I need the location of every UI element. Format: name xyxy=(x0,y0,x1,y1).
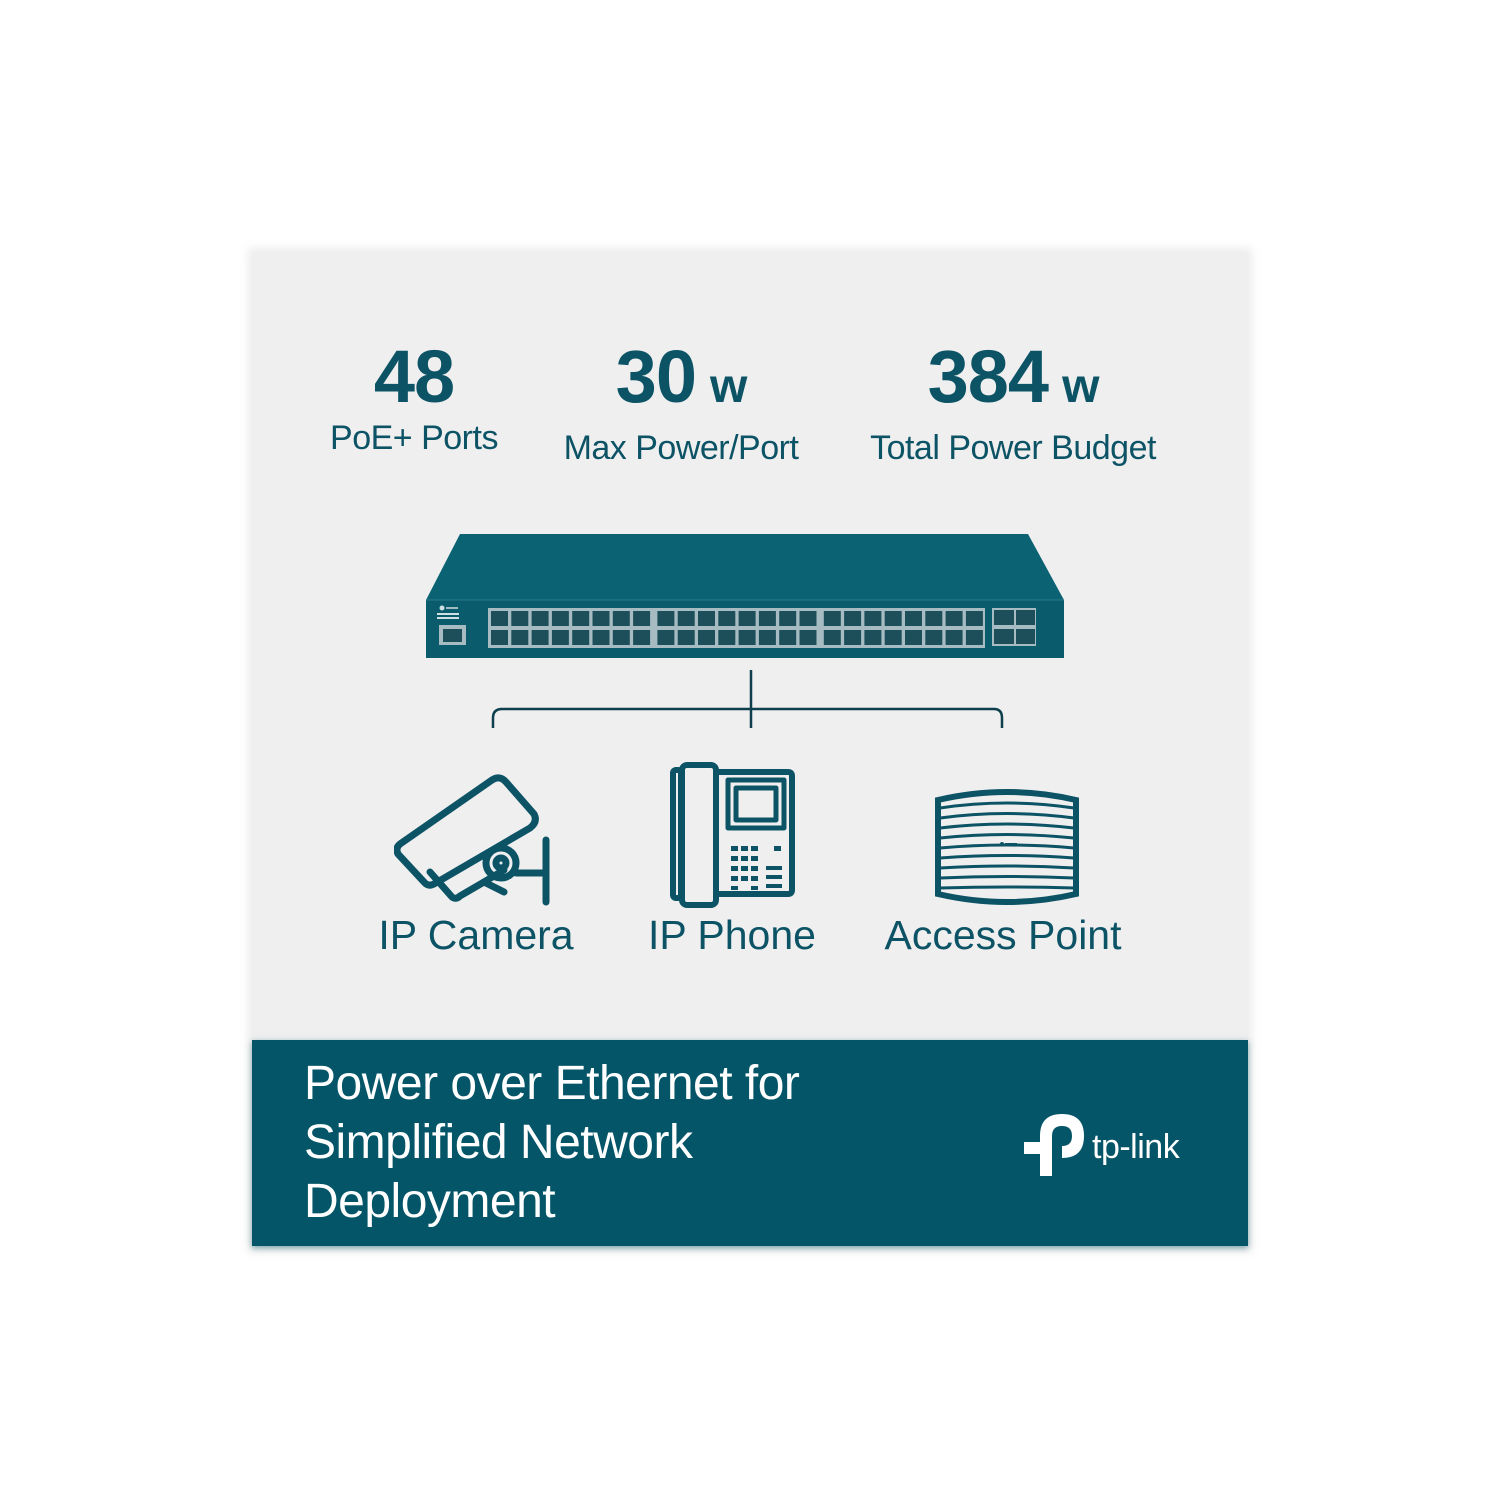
brand-name: tp-link xyxy=(1092,1127,1180,1166)
ip-camera-icon xyxy=(394,772,554,912)
device-label-access-point: Access Point xyxy=(884,912,1122,958)
headline-line: Deployment xyxy=(304,1175,556,1228)
headline-line: Power over Ethernet for xyxy=(304,1057,800,1110)
stat-label: Max Power/Port xyxy=(563,429,799,467)
banner: Power over Ethernet for Simplified Netwo… xyxy=(252,1040,1248,1246)
network-switch-icon xyxy=(424,534,1066,660)
device-label-ip-phone: IP Phone xyxy=(648,912,816,958)
stat-value: 48 xyxy=(373,335,455,418)
access-point-icon xyxy=(932,788,1082,906)
ip-phone-icon xyxy=(670,762,796,908)
stat-poe-ports: 48 PoE+ Ports xyxy=(314,340,514,458)
connector-lines xyxy=(486,668,1006,734)
headline-line: Simplified Network xyxy=(304,1116,693,1169)
tp-link-logo-icon xyxy=(1022,1112,1086,1178)
device-label-ip-camera: IP Camera xyxy=(378,912,574,958)
stat-label: Total Power Budget xyxy=(870,429,1156,467)
banner-headline: Power over Ethernet for Simplified Netwo… xyxy=(304,1054,800,1231)
stat-label: PoE+ Ports xyxy=(330,419,498,457)
tp-link-logo: tp-link xyxy=(1022,1112,1180,1178)
